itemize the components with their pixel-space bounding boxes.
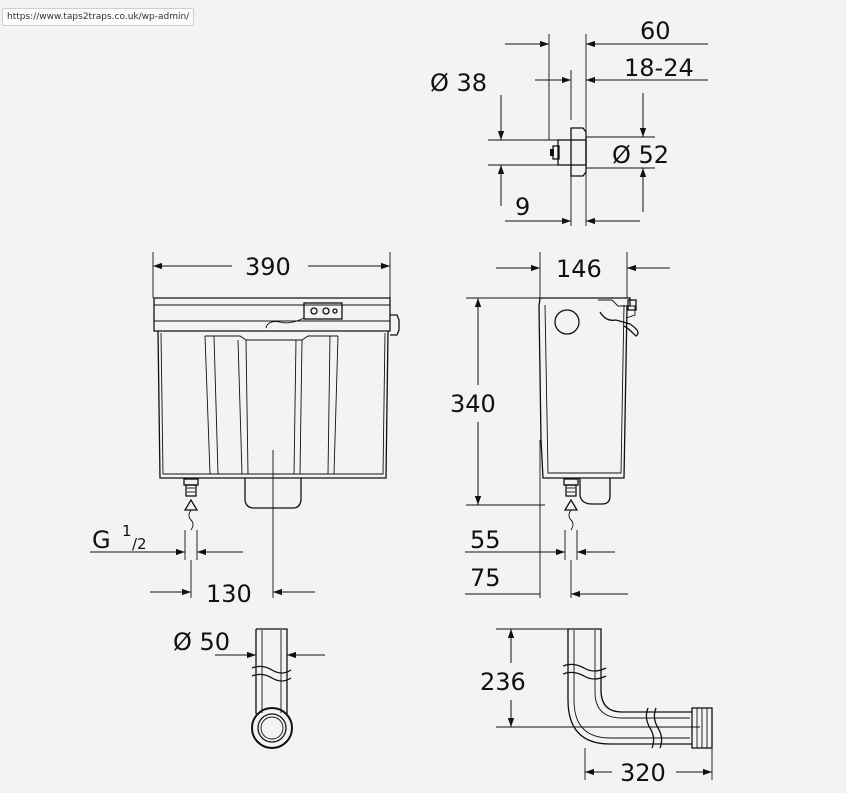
dim-18-24: 18-24 bbox=[624, 54, 694, 82]
flush-pipe-front-view: Ø 50 bbox=[173, 628, 325, 749]
dim-55: 55 bbox=[470, 526, 501, 554]
flush-pipe-side-view: 236 320 bbox=[480, 628, 713, 787]
dim-320: 320 bbox=[620, 759, 666, 787]
thread-label-den: /2 bbox=[132, 535, 147, 553]
dim-75: 75 bbox=[470, 564, 501, 592]
dim-d52: Ø 52 bbox=[612, 141, 669, 169]
dim-236: 236 bbox=[480, 668, 526, 696]
dim-d50: Ø 50 bbox=[173, 628, 230, 656]
cistern-side-view: 146 340 55 75 bbox=[450, 252, 670, 598]
flush-button-detail: 60 18-24 Ø 38 Ø 52 9 bbox=[430, 17, 708, 226]
thread-label-g: G bbox=[92, 526, 111, 554]
dim-9: 9 bbox=[515, 193, 530, 221]
dim-d38: Ø 38 bbox=[430, 69, 487, 97]
status-url-tooltip: https://www.taps2traps.co.uk/wp-admin/ bbox=[2, 8, 195, 26]
dim-130: 130 bbox=[206, 580, 252, 608]
dim-60: 60 bbox=[640, 17, 671, 45]
dim-390: 390 bbox=[245, 253, 291, 281]
dim-340: 340 bbox=[450, 390, 496, 418]
cistern-front-view: 390 bbox=[90, 252, 400, 608]
thread-label-num: 1 bbox=[122, 522, 132, 540]
dim-146: 146 bbox=[556, 255, 602, 283]
